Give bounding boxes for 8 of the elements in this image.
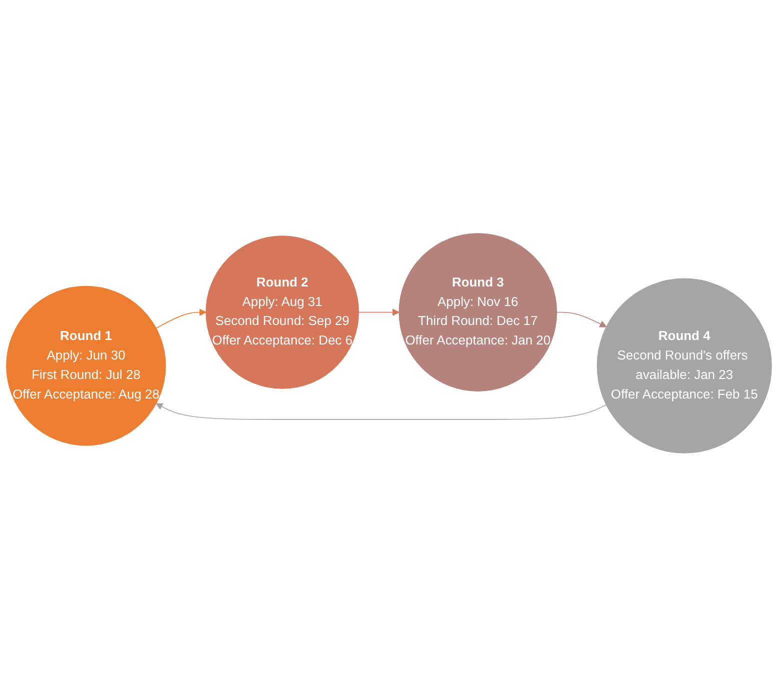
arrow bbox=[156, 403, 607, 420]
arrow bbox=[556, 312, 607, 328]
node-circle: Round 3 Apply: Nov 16 Third Round: Dec 17 Offer Acceptance: Jan 20 bbox=[398, 233, 558, 392]
node-circle: Round 4 Second Round's offers available: Jan 23 Offer Acceptance: Feb 15 bbox=[596, 278, 772, 454]
node-circle: Round 1 Apply: Jun 30 First Round: Jul 28 Offer Acceptance: Aug 28 bbox=[6, 286, 166, 446]
arrow bbox=[358, 308, 400, 316]
node-circle: Round 2 Apply: Aug 31 Second Round: Sep 29 Offer Acceptance: Dec 6 bbox=[206, 236, 359, 390]
arrow bbox=[156, 308, 206, 329]
